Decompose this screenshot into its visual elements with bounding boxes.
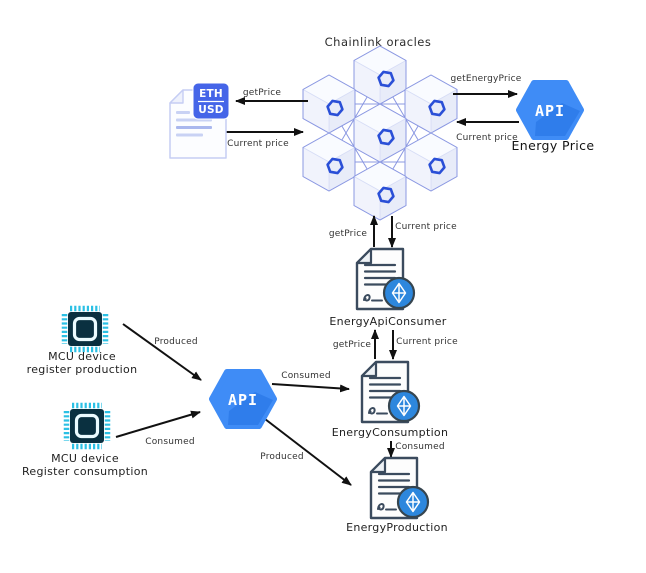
chainlink-oracle-cluster: Chainlink oracles [301, 35, 459, 222]
energy-api-consumer-label: EnergyApiConsumer [329, 315, 446, 328]
energy-consumption-label: EnergyConsumption [332, 426, 448, 439]
edge-label-getprice-up: getPrice [329, 229, 368, 239]
chainlink-cluster-title: Chainlink oracles [325, 35, 432, 49]
eth-usd-feed-node: ETH USD [169, 82, 230, 159]
oracle-node-icon [301, 73, 357, 135]
energy-price-label: Energy Price [511, 138, 594, 153]
diagram-arrows [115, 90, 519, 486]
energy-api-consumer-node: EnergyApiConsumer [329, 247, 447, 328]
badge-usd-text: USD [198, 104, 223, 116]
api-icon-text: API [228, 391, 258, 409]
edge-label-produced-mcu: Produced [154, 337, 198, 347]
mcu-production-node: MCU device register production [27, 309, 138, 376]
mcu-chip-icon [65, 309, 106, 350]
edge-label-consumed-chain: Consumed [395, 442, 445, 452]
mcu-production-label-line1: MCU device [48, 350, 116, 363]
smart-contract-icon [355, 247, 416, 311]
eth-usd-badge: ETH USD [192, 82, 230, 120]
edge-label-currentprice-right: Current price [456, 133, 518, 143]
energy-production-label: EnergyProduction [346, 521, 448, 534]
arrow-produced-api [264, 418, 352, 486]
badge-eth-text: ETH [199, 88, 223, 100]
edge-label-consumed-api: Consumed [281, 371, 331, 381]
energy-consumption-node: EnergyConsumption [332, 360, 448, 439]
edge-label-getprice-up-2: getPrice [333, 340, 372, 350]
edge-label-produced-api: Produced [260, 452, 304, 462]
edge-label-consumed-mcu: Consumed [145, 437, 195, 447]
mcu-production-label-line2: register production [27, 363, 138, 376]
energy-price-api-node: API Energy Price [511, 83, 594, 153]
oracle-node-icon [403, 73, 459, 135]
edge-label-getenergyprice: getEnergyPrice [450, 74, 521, 84]
oracle-node-icon [352, 160, 408, 222]
oracle-node-icon [301, 131, 357, 193]
energy-production-node: EnergyProduction [346, 456, 448, 534]
arrow-consumed-mcu [115, 410, 201, 438]
iot-api-node: API [212, 372, 274, 426]
oracle-node-icon [352, 44, 408, 106]
arrow-consumed-api [271, 383, 350, 393]
oracle-node-icon [352, 102, 408, 164]
mcu-consumption-label-line1: MCU device [51, 452, 119, 465]
smart-contract-icon [369, 456, 430, 520]
mcu-consumption-node: MCU device Register consumption [22, 406, 148, 478]
mcu-chip-icon [67, 406, 108, 447]
edge-label-currentprice-left: Current price [227, 139, 289, 149]
edge-label-currentprice-down-2: Current price [396, 337, 458, 347]
edge-label-currentprice-down: Current price [395, 222, 457, 232]
smart-contract-icon [360, 360, 421, 424]
edge-label-getprice-left: getPrice [243, 88, 282, 98]
mcu-consumption-label-line2: Register consumption [22, 465, 148, 478]
api-icon-text: API [535, 102, 565, 120]
arrow-produced-mcu [122, 323, 202, 381]
oracle-node-icon [403, 131, 459, 193]
